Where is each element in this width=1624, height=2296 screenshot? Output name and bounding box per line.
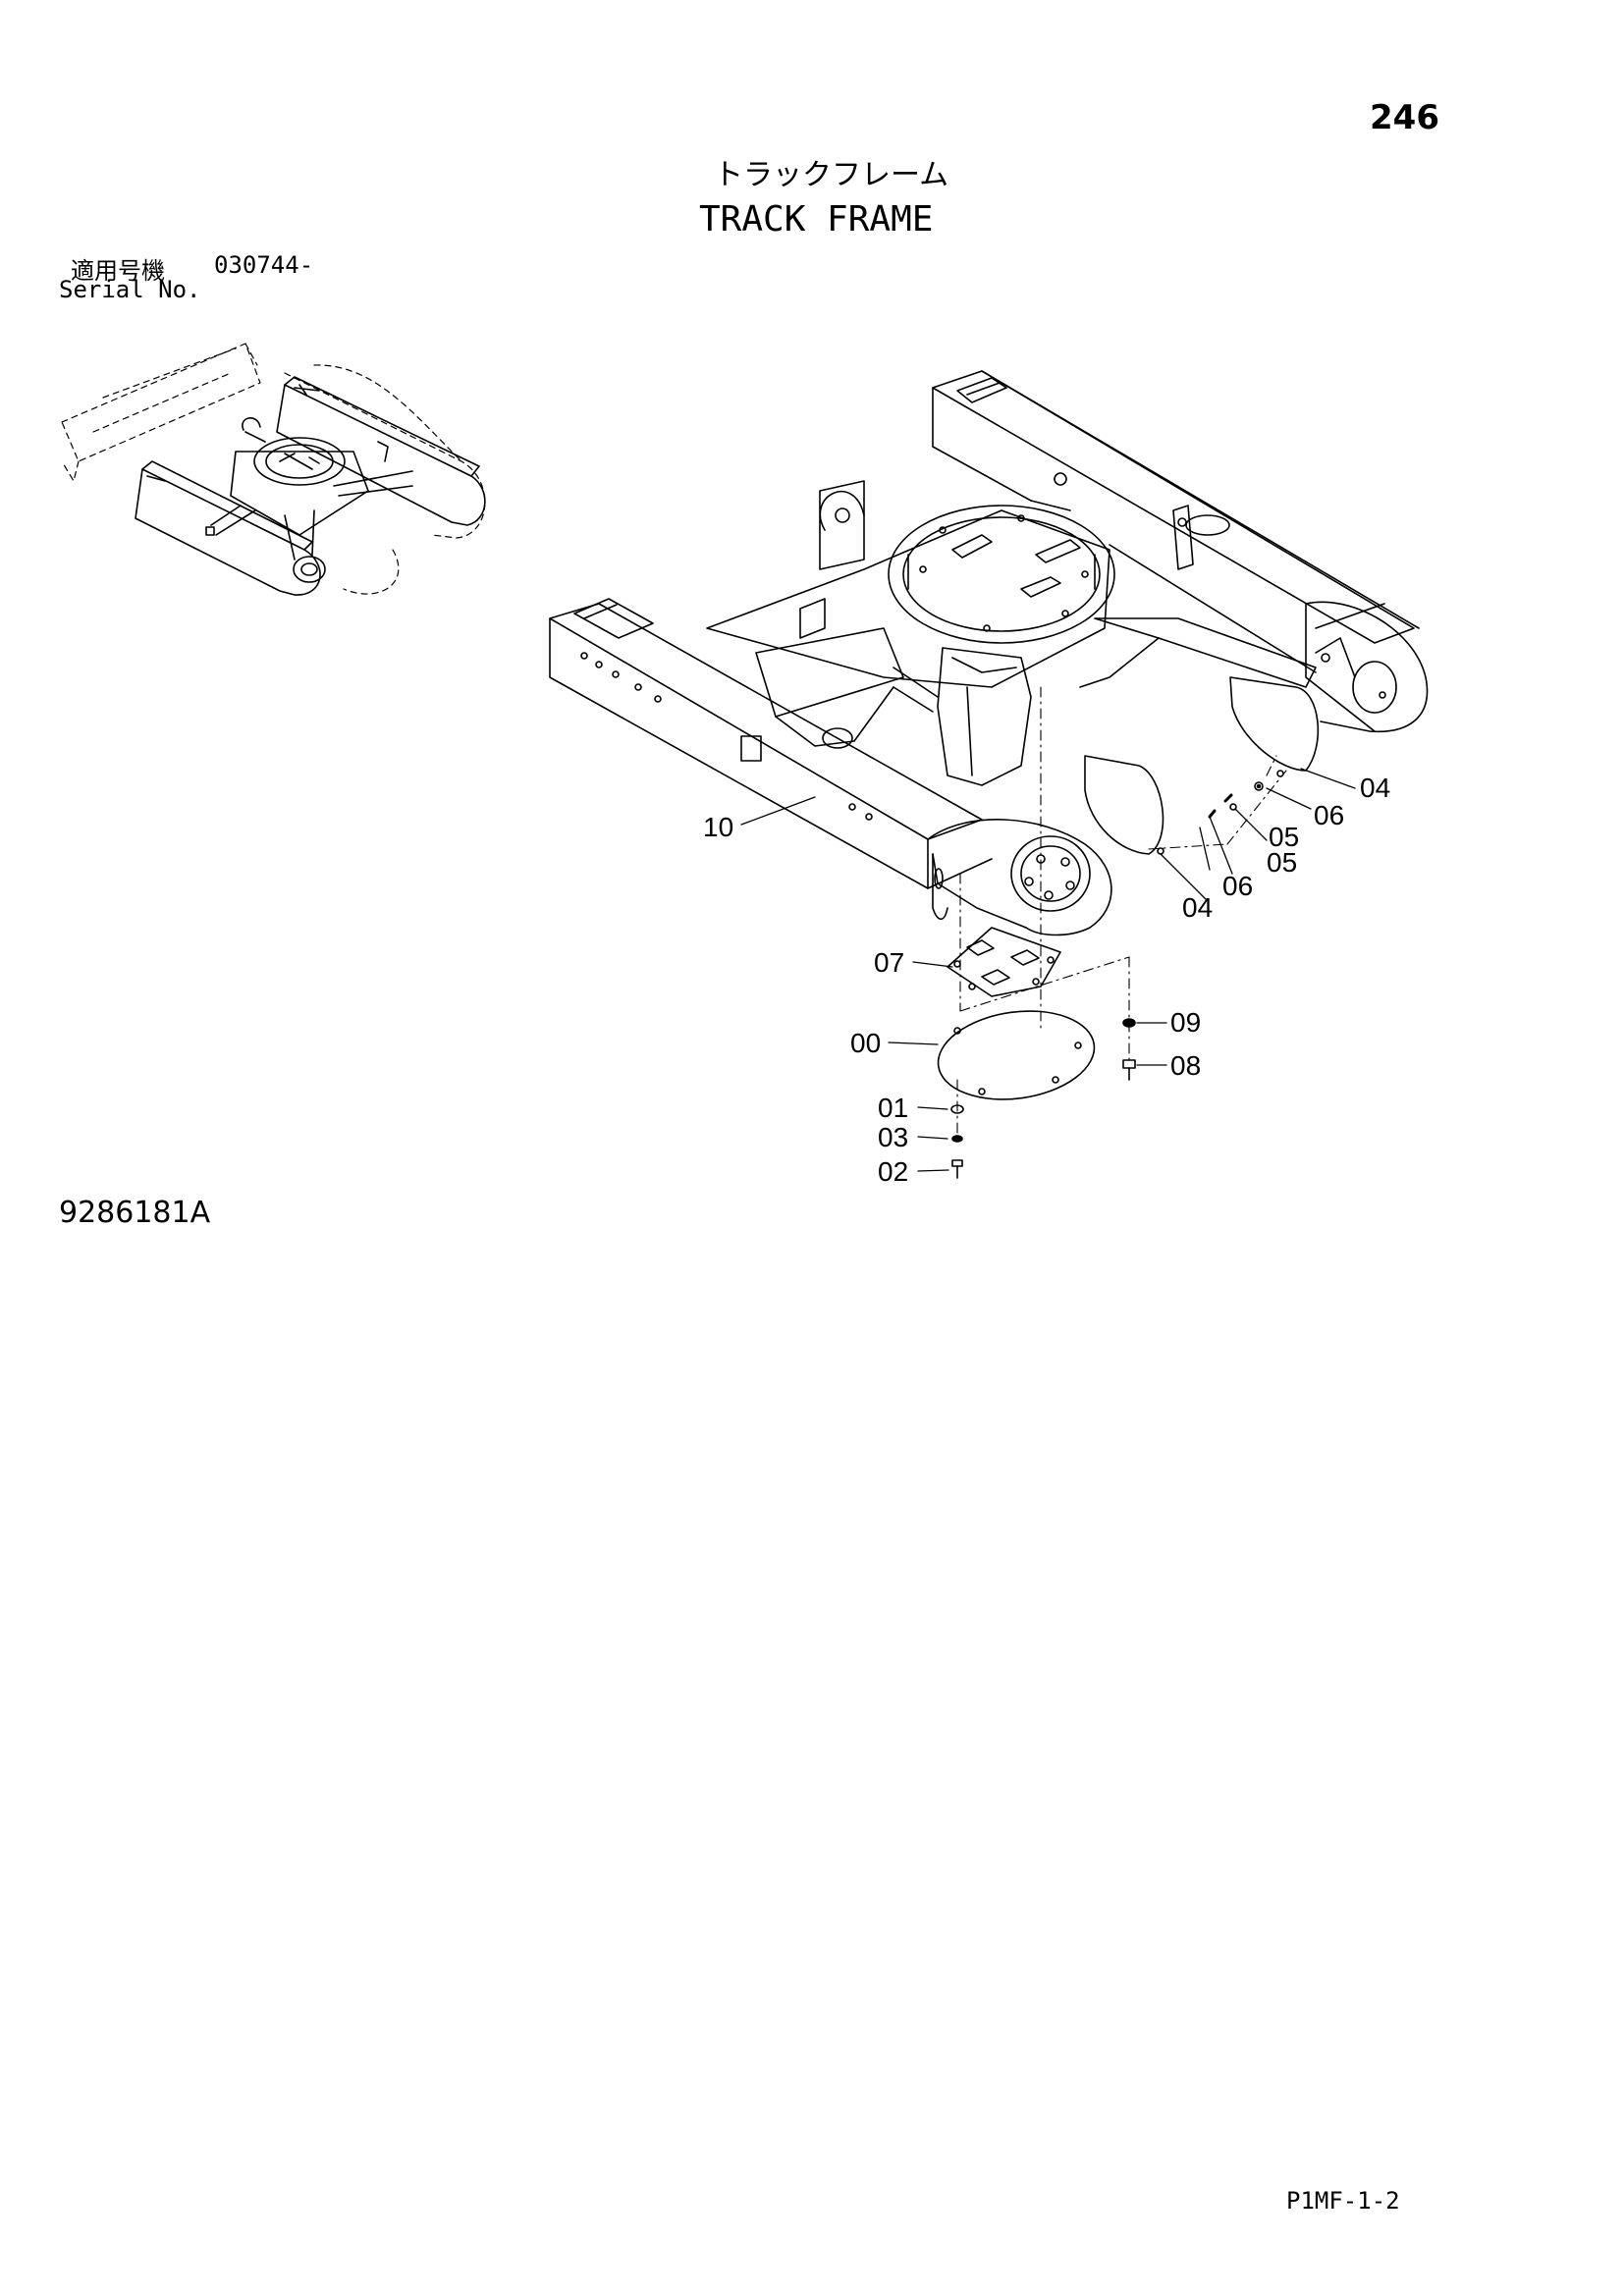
plate-07	[947, 927, 1061, 997]
callout-05-upper: 05	[1269, 822, 1299, 852]
drawing-number: 9286181A	[59, 1196, 211, 1230]
callout-07: 07	[874, 947, 904, 978]
fasteners	[950, 1018, 1136, 1179]
cover-disc-00	[937, 1010, 1096, 1100]
callout-05-lower: 05	[1267, 847, 1297, 878]
callout-04-upper: 04	[1360, 773, 1390, 803]
assembly-lines	[956, 686, 1287, 1140]
callout-06-upper: 06	[1314, 800, 1344, 830]
callout-00: 00	[850, 1028, 881, 1058]
cover-plate-04-lower	[1084, 755, 1164, 855]
cover-plate-04-upper	[1229, 676, 1320, 772]
leader-lines	[740, 768, 1356, 1172]
callout-02: 02	[878, 1156, 908, 1187]
page-number: 246	[1370, 98, 1439, 137]
callout-labels: 10 04 06 05 06 05 04 07 09 00 08 01 03 0…	[703, 773, 1390, 1187]
callout-01: 01	[878, 1093, 908, 1123]
callout-09: 09	[1170, 1007, 1201, 1038]
callout-10: 10	[703, 812, 733, 842]
track-frame-main	[549, 370, 1429, 936]
callout-04-lower: 04	[1182, 892, 1213, 923]
callout-06-lower: 06	[1222, 871, 1253, 901]
serial-label-english: Serial No.	[59, 276, 201, 303]
serial-label-japanese: 適用号機	[71, 257, 165, 285]
title-english: TRACK FRAME	[699, 199, 934, 240]
callout-03: 03	[878, 1122, 908, 1152]
overview-thumbnail	[61, 343, 486, 596]
page-code: P1MF-1-2	[1286, 2187, 1400, 2215]
title-japanese: トラックフレーム	[714, 158, 949, 192]
bolts-05-06	[1208, 781, 1264, 819]
callout-08: 08	[1170, 1050, 1201, 1081]
serial-number-value: 030744-	[214, 251, 314, 279]
